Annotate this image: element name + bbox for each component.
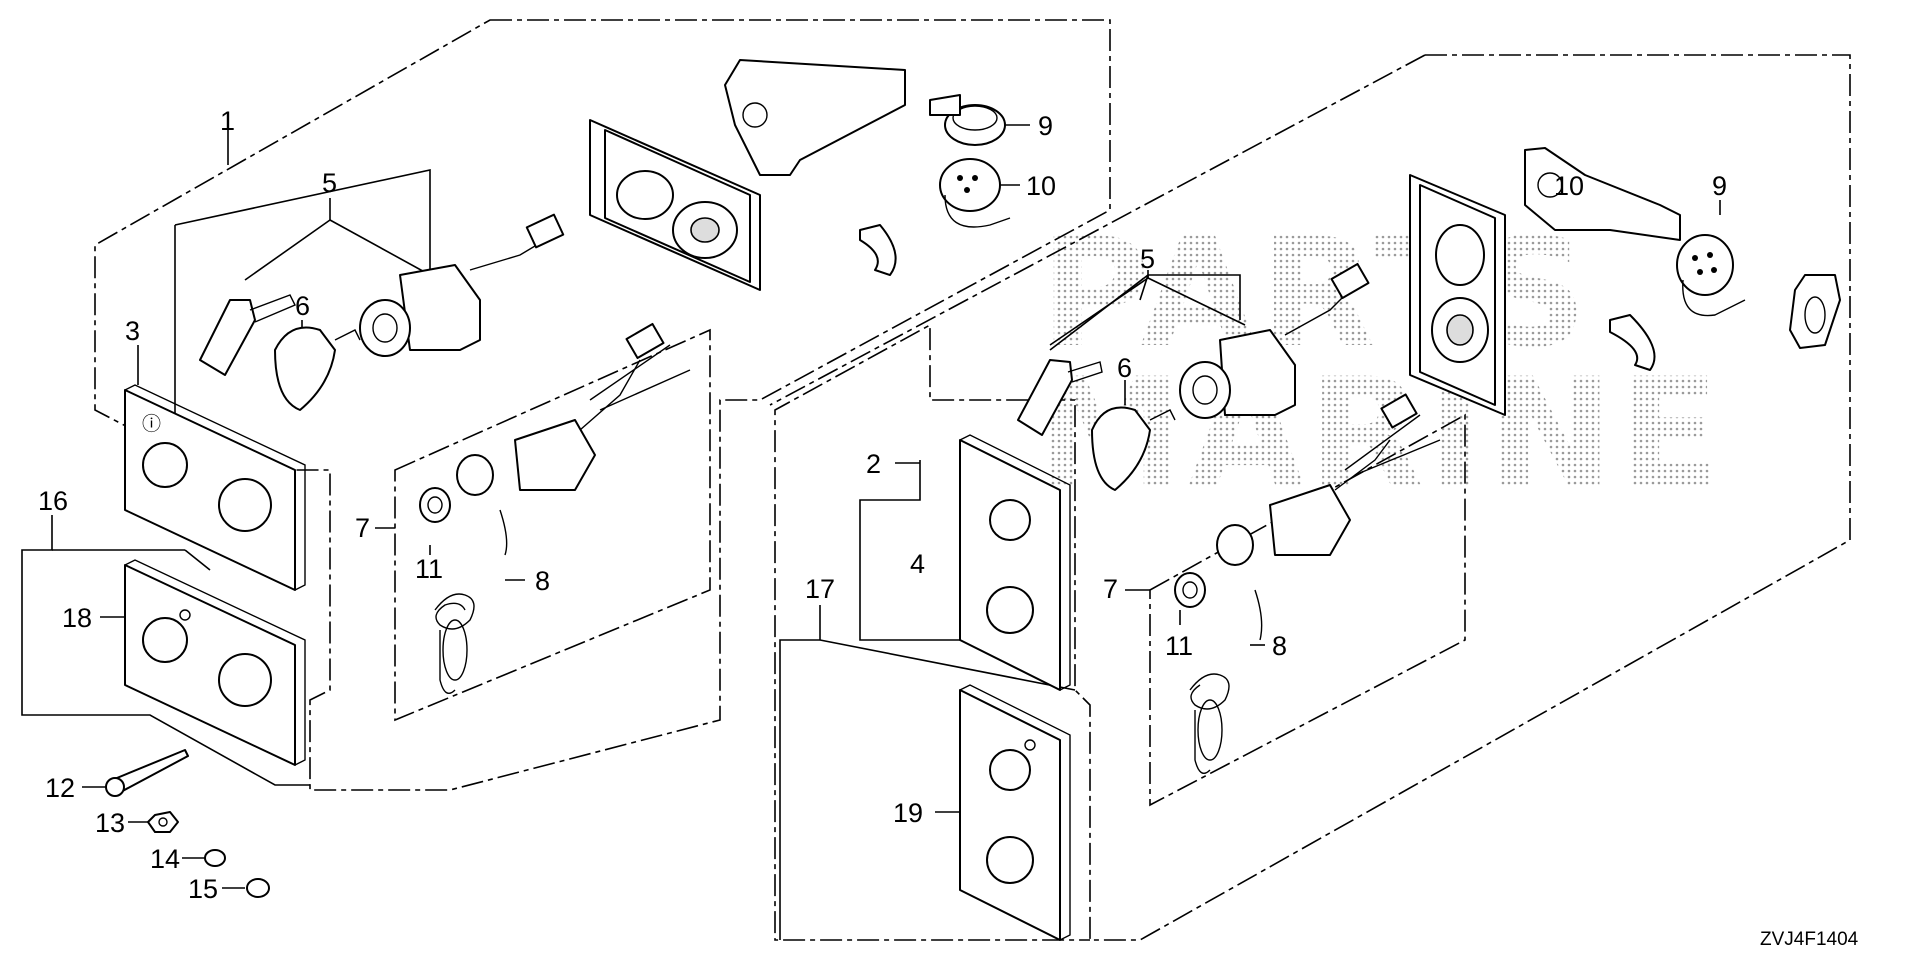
callout-6-left: 6 <box>295 291 310 321</box>
callout-12: 12 <box>45 773 75 803</box>
callout-18: 18 <box>62 603 92 633</box>
callout-15: 15 <box>188 874 218 904</box>
ignition-switch-right <box>1179 262 1370 419</box>
rear-plate-right <box>1409 174 1506 416</box>
callout-7-left: 7 <box>355 513 370 543</box>
control-panel-4 <box>959 434 1071 691</box>
clip-left <box>859 224 897 276</box>
right-assembly <box>769 54 1851 941</box>
key-5 <box>199 294 296 376</box>
knob-6-right <box>1091 406 1176 491</box>
callout-5-right: 5 <box>1140 244 1155 274</box>
callout-17: 17 <box>805 574 835 604</box>
buzzer-10-left <box>939 158 1011 228</box>
diagram-code: ZVJ4F1404 <box>1760 929 1859 950</box>
left-assembly: ⓘ <box>21 19 1111 898</box>
callout-3: 3 <box>125 316 140 346</box>
callout-13: 13 <box>95 808 125 838</box>
clamp-9-left <box>929 94 1006 146</box>
callout-labels: 1 2 3 4 5 5 6 6 7 7 8 8 9 9 10 10 11 11 … <box>38 106 1727 904</box>
callout-14: 14 <box>150 844 180 874</box>
bracket-left <box>724 59 906 176</box>
control-panel-3: ⓘ <box>124 384 306 591</box>
callout-9-right: 9 <box>1712 171 1727 201</box>
bracket-right <box>1524 147 1681 241</box>
svg-text:ⓘ: ⓘ <box>142 413 161 435</box>
callout-8-left: 8 <box>535 566 550 596</box>
hardware-left <box>105 749 270 898</box>
clip-right <box>1609 314 1656 371</box>
watermark: PARTS MARINE <box>1035 207 1720 521</box>
stop-switch-7-left <box>419 322 691 694</box>
callout-4: 4 <box>910 549 925 579</box>
callout-8-right: 8 <box>1272 631 1287 661</box>
assembly-2-boundary <box>774 54 1851 941</box>
callout-11-left: 11 <box>415 554 443 584</box>
callout-10-right: 10 <box>1554 171 1584 201</box>
control-panel-19 <box>959 684 1071 941</box>
callout-1: 1 <box>220 106 235 136</box>
callout-9-left: 9 <box>1038 111 1053 141</box>
assembly-2-inner <box>769 54 1426 406</box>
callout-5-left: 5 <box>322 168 337 198</box>
rear-plate-left <box>589 119 761 291</box>
callout-19: 19 <box>893 798 923 828</box>
callout-7-right: 7 <box>1103 574 1118 604</box>
ignition-switch <box>359 213 565 357</box>
callout-10-left: 10 <box>1026 171 1056 201</box>
callout-2: 2 <box>866 449 881 479</box>
knob-6 <box>274 326 361 411</box>
stop-switch-boundary <box>394 328 711 722</box>
callout-6-right: 6 <box>1117 353 1132 383</box>
clamp-9-right <box>1789 274 1841 349</box>
callout-11-right: 11 <box>1165 631 1193 661</box>
stop-switch-7-right <box>1174 393 1441 774</box>
key-5-right <box>1017 359 1103 436</box>
switch-group-boundary <box>174 169 431 275</box>
control-panel-18 <box>124 559 306 766</box>
callout-16: 16 <box>38 486 68 516</box>
buzzer-10-right <box>1676 234 1746 317</box>
